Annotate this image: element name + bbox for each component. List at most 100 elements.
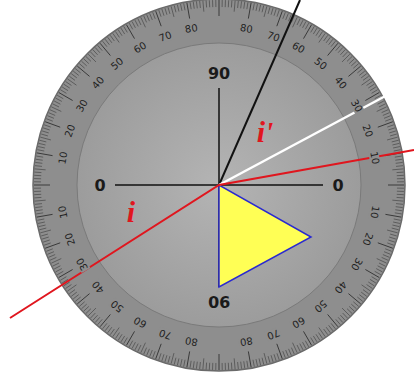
tick-mark — [88, 308, 96, 316]
tick-mark — [45, 243, 60, 248]
tick-mark — [47, 252, 53, 255]
tick-mark — [196, 362, 198, 369]
tick-mark — [328, 43, 338, 55]
tick-mark — [397, 197, 404, 198]
scale-number: 10 — [368, 149, 380, 165]
tick-mark — [357, 297, 362, 301]
tick-mark — [209, 363, 210, 370]
tick-mark — [39, 143, 46, 145]
tick-mark — [331, 323, 335, 328]
tick-mark — [138, 19, 141, 25]
tick-mark — [396, 165, 403, 167]
tick-mark — [150, 350, 153, 356]
tick-mark — [329, 325, 333, 331]
tick-mark — [153, 351, 156, 358]
tick-mark — [90, 313, 95, 318]
tick-mark — [397, 172, 404, 173]
tick-mark — [71, 292, 77, 296]
tick-mark — [159, 10, 161, 17]
tick-mark — [156, 344, 161, 359]
tick-mark — [113, 328, 119, 337]
tick-mark — [268, 356, 270, 363]
tick-mark — [347, 56, 352, 61]
tick-mark — [46, 119, 53, 122]
tick-mark — [37, 214, 53, 217]
tick-mark — [368, 84, 374, 88]
tick-mark — [289, 349, 292, 355]
tick-mark — [212, 363, 213, 370]
tick-mark — [34, 194, 41, 195]
red-ray — [10, 150, 414, 318]
tick-mark — [162, 354, 164, 361]
tick-mark — [59, 93, 73, 101]
tick-mark — [37, 150, 44, 151]
tick-mark — [38, 147, 45, 148]
tick-mark — [219, 354, 220, 370]
tick-mark — [394, 219, 401, 220]
tick-mark — [171, 353, 174, 364]
tick-mark — [100, 314, 110, 326]
tick-mark — [193, 361, 195, 368]
tick-mark — [268, 7, 270, 14]
tick-mark — [184, 3, 185, 10]
tick-mark — [225, 363, 226, 370]
tick-mark — [283, 351, 286, 358]
tick-mark — [44, 125, 51, 127]
tick-mark — [144, 348, 147, 354]
tick-mark — [259, 5, 261, 12]
tick-mark — [262, 358, 264, 365]
tick-mark — [253, 360, 254, 367]
tick-mark — [237, 362, 239, 369]
tick-mark — [37, 153, 53, 156]
tick-mark — [397, 191, 404, 192]
tick-mark — [135, 20, 138, 26]
tick-mark — [34, 178, 41, 179]
tick-mark — [118, 334, 122, 340]
tick-mark — [49, 113, 55, 116]
tick-mark — [231, 363, 232, 370]
tick-mark — [379, 263, 385, 266]
tick-mark — [392, 140, 399, 142]
tick-mark — [35, 168, 46, 170]
tick-mark — [105, 325, 109, 331]
tick-mark — [365, 270, 379, 278]
tick-mark — [165, 355, 167, 362]
tick-mark — [262, 6, 264, 13]
tick-mark — [34, 191, 41, 192]
tick-mark — [362, 79, 371, 85]
tick-mark — [385, 119, 392, 122]
tick-mark — [42, 237, 49, 239]
tick-mark — [324, 329, 328, 335]
tick-mark — [392, 228, 399, 230]
tick-mark — [319, 32, 323, 38]
tick-mark — [69, 290, 75, 294]
tick-mark — [36, 159, 43, 161]
tick-mark — [95, 48, 100, 53]
tick-mark — [49, 255, 55, 258]
tick-mark — [62, 87, 68, 91]
tick-mark — [248, 3, 251, 19]
tick-mark — [389, 237, 396, 239]
tick-mark — [108, 37, 112, 43]
tick-mark — [361, 292, 367, 296]
tick-mark — [342, 308, 350, 316]
tick-mark — [141, 17, 146, 27]
tick-mark — [353, 64, 358, 69]
tick-mark — [297, 345, 300, 351]
tick-mark — [132, 342, 135, 348]
tick-mark — [303, 22, 306, 28]
tick-mark — [50, 257, 56, 260]
tick-mark — [297, 19, 300, 25]
tick-mark — [64, 84, 70, 88]
tick-mark — [234, 1, 236, 12]
tick-mark — [319, 333, 323, 339]
tick-mark — [95, 317, 100, 322]
tick-mark — [392, 200, 403, 202]
tick-mark — [124, 26, 128, 32]
tick-mark — [35, 162, 42, 164]
tick-mark — [181, 359, 182, 366]
tick-mark — [84, 59, 89, 64]
tick-mark — [40, 230, 51, 233]
tick-mark — [351, 61, 356, 66]
tick-mark — [127, 331, 135, 345]
